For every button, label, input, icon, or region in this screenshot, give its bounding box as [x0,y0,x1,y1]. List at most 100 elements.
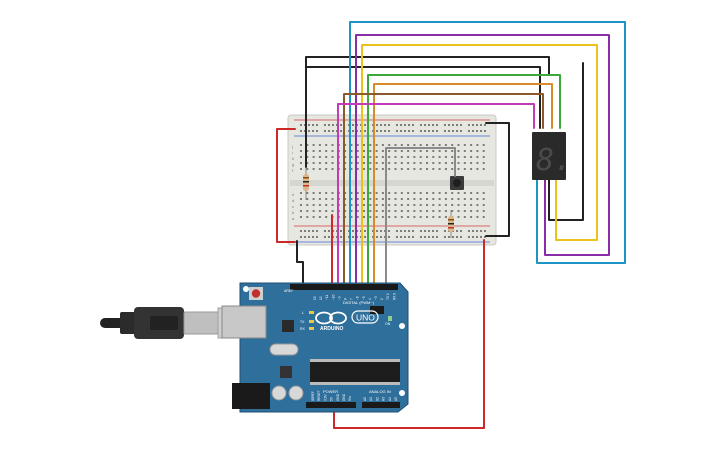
breadboard-hole[interactable] [413,162,416,164]
breadboard-hole[interactable] [451,156,454,158]
breadboard-hole[interactable] [312,168,315,170]
breadboard-hole[interactable] [438,162,441,164]
breadboard-hole[interactable] [463,198,466,200]
breadboard-hole[interactable] [400,216,403,218]
breadboard-hole[interactable] [419,192,422,194]
breadboard-hole[interactable] [448,236,450,238]
breadboard-hole[interactable] [419,156,422,158]
breadboard-hole[interactable] [476,216,479,218]
breadboard-hole[interactable] [381,156,384,158]
push-button[interactable] [450,176,464,190]
analog-header[interactable] [362,402,400,408]
breadboard-hole[interactable] [344,150,347,152]
breadboard-hole[interactable] [356,216,359,218]
breadboard-hole[interactable] [344,198,347,200]
breadboard-hole[interactable] [476,192,479,194]
breadboard-hole[interactable] [318,168,321,170]
breadboard-hole[interactable] [407,144,410,146]
breadboard-hole[interactable] [312,124,314,126]
breadboard-hole[interactable] [318,216,321,218]
breadboard-hole[interactable] [419,210,422,212]
breadboard-hole[interactable] [426,156,428,158]
breadboard-hole[interactable] [369,192,372,194]
breadboard-hole[interactable] [451,144,454,146]
breadboard-hole[interactable] [470,192,473,194]
breadboard-hole[interactable] [470,204,473,206]
breadboard-hole[interactable] [400,236,402,238]
breadboard-hole[interactable] [388,236,390,238]
breadboard-hole[interactable] [381,204,384,206]
breadboard-hole[interactable] [312,210,315,212]
breadboard-hole[interactable] [424,130,426,132]
breadboard-hole[interactable] [325,198,328,200]
breadboard-hole[interactable] [350,198,353,200]
breadboard-hole[interactable] [332,130,334,132]
breadboard-hole[interactable] [396,130,398,132]
breadboard-hole[interactable] [350,210,353,212]
wire-red-left[interactable] [276,128,296,243]
breadboard-hole[interactable] [476,162,479,164]
breadboard-hole[interactable] [356,162,359,164]
breadboard-hole[interactable] [419,150,422,152]
breadboard-hole[interactable] [325,192,328,194]
breadboard-hole[interactable] [312,192,315,194]
breadboard-hole[interactable] [407,198,410,200]
breadboard-hole[interactable] [331,192,334,194]
breadboard-hole[interactable] [300,198,302,200]
breadboard-hole[interactable] [463,204,466,206]
breadboard-hole[interactable] [380,130,382,132]
breadboard-hole[interactable] [300,216,302,218]
breadboard-hole[interactable] [363,144,365,146]
resistor-left[interactable] [303,165,309,200]
breadboard-hole[interactable] [325,210,328,212]
breadboard-hole[interactable] [300,230,302,232]
breadboard-hole[interactable] [419,162,422,164]
breadboard-hole[interactable] [312,150,315,152]
breadboard-hole[interactable] [388,168,391,170]
breadboard-hole[interactable] [432,150,435,152]
breadboard-hole[interactable] [300,204,302,206]
breadboard-hole[interactable] [388,204,391,206]
breadboard-hole[interactable] [476,150,479,152]
breadboard-hole[interactable] [300,124,302,126]
breadboard-hole[interactable] [356,204,359,206]
breadboard-hole[interactable] [457,192,460,194]
breadboard-hole[interactable] [426,162,428,164]
breadboard-hole[interactable] [428,236,430,238]
breadboard-hole[interactable] [444,124,446,126]
breadboard-hole[interactable] [463,156,466,158]
breadboard-hole[interactable] [316,124,318,126]
breadboard-hole[interactable] [456,230,458,232]
breadboard-hole[interactable] [438,210,441,212]
breadboard-hole[interactable] [480,230,482,232]
arduino-uno-board[interactable]: ARDUINO UNO AREF DIGITAL (PWM~) POWER AN… [221,282,409,413]
breadboard-hole[interactable] [396,230,398,232]
breadboard-hole[interactable] [394,144,397,146]
breadboard-hole[interactable] [419,144,422,146]
breadboard-hole[interactable] [412,236,414,238]
breadboard-hole[interactable] [318,204,321,206]
breadboard-hole[interactable] [304,230,306,232]
breadboard-hole[interactable] [438,198,441,200]
breadboard-hole[interactable] [472,130,474,132]
breadboard-hole[interactable] [432,198,435,200]
breadboard-hole[interactable] [444,150,447,152]
breadboard-hole[interactable] [413,198,416,200]
breadboard-hole[interactable] [363,168,365,170]
breadboard-hole[interactable] [350,144,353,146]
breadboard-hole[interactable] [400,168,403,170]
breadboard-hole[interactable] [300,210,302,212]
breadboard-hole[interactable] [400,204,403,206]
breadboard-hole[interactable] [376,230,378,232]
breadboard-hole[interactable] [482,156,485,158]
breadboard-hole[interactable] [344,156,347,158]
breadboard-hole[interactable] [350,192,353,194]
breadboard-hole[interactable] [482,150,485,152]
breadboard-hole[interactable] [432,162,435,164]
breadboard-hole[interactable] [356,150,359,152]
breadboard-hole[interactable] [364,130,366,132]
digital-header[interactable] [290,284,398,290]
breadboard-hole[interactable] [413,204,416,206]
wire-gray[interactable] [385,147,456,291]
